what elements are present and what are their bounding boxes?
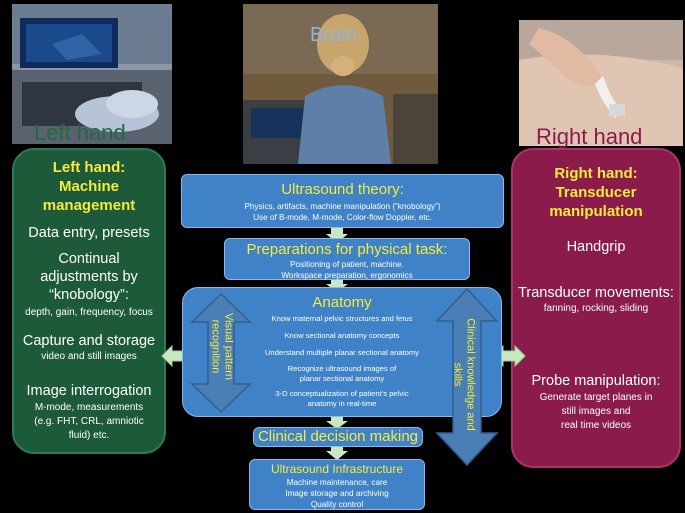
clinical-knowledge-line2: skills: [451, 362, 464, 387]
anatomy-title: Anatomy: [312, 294, 372, 311]
visual-pattern-label-line2: recognition: [209, 319, 222, 374]
clinical-decision-box: Clinical decision making: [253, 427, 423, 447]
continual-line2: adjustments by: [40, 269, 138, 285]
left-panel-title-line2: Machine: [58, 178, 119, 195]
continual-line3: “knobology”:: [49, 287, 129, 303]
continual-detail: depth, gain, frequency, focus: [25, 307, 153, 318]
movements-detail: fanning, rocking, sliding: [543, 303, 649, 314]
right-panel-title-line3: manipulation: [549, 203, 643, 220]
handgrip-text: Handgrip: [566, 239, 626, 255]
down-arrow-2: [326, 279, 348, 292]
brain-photo: [243, 4, 438, 164]
anatomy-item-5: planar sectional anatomy: [299, 374, 385, 383]
down-arrow-4: [326, 444, 348, 460]
anatomy-item-2: Know sectional anatomy concepts: [284, 331, 400, 340]
capture-detail: video and still images: [41, 351, 137, 362]
probe-line2: still images and: [561, 406, 631, 417]
infrastructure-line3: Quality control: [310, 500, 364, 509]
visual-pattern-label-line1: Visual pattern: [222, 312, 235, 381]
infrastructure-line1: Machine maintenance, care: [286, 478, 388, 487]
left-hand-panel: Left hand: Machine management Data entry…: [12, 148, 166, 454]
decision-title: Clinical decision making: [257, 428, 419, 445]
right-hand-panel: Right hand: Transducer manipulation Hand…: [511, 148, 681, 468]
theory-line1: Physics, artifacts, machine manipulation…: [244, 202, 441, 211]
right-panel-title-line2: Transducer: [555, 184, 637, 201]
visual-pattern-arrow: [190, 292, 252, 414]
interrogation-line3: fluid) etc.: [68, 430, 110, 441]
anatomy-item-7: anatomy in real-time: [307, 399, 377, 408]
capture-title: Capture and storage: [22, 333, 156, 349]
right-panel-title-line1: Right hand:: [554, 165, 638, 182]
preparations-title: Preparations for physical task:: [246, 241, 448, 258]
probe-line3: real time videos: [560, 420, 632, 431]
data-entry-text: Data entry, presets: [28, 225, 150, 241]
anatomy-item-3: Understand multiple planar sectional ana…: [264, 348, 420, 357]
preparations-line2: Workspace preparation, ergonomics: [281, 271, 413, 280]
continual-line1: Continual: [58, 251, 120, 267]
probe-title: Probe manipulation:: [531, 373, 661, 389]
theory-title: Ultrasound theory:: [281, 181, 404, 198]
left-hand-photo: [12, 4, 172, 144]
interrogation-title: Image interrogation: [26, 383, 152, 399]
infrastructure-title: Ultrasound Infrastructure: [270, 462, 404, 476]
clinical-knowledge-line1: Clinical knowledge and: [464, 318, 477, 431]
right-hand-caption: Right hand: [536, 124, 643, 149]
preparations-line1: Positioning of patient, machine.: [290, 260, 404, 269]
probe-line1: Generate target planes in: [539, 392, 653, 403]
interrogation-line1: M-mode, measurements: [34, 402, 144, 413]
movements-title: Transducer movements:: [518, 285, 674, 301]
clinical-knowledge-arrow: [435, 287, 499, 467]
down-arrow-3: [326, 416, 348, 429]
interrogation-line2: (e.g. FHT, CRL, amniotic: [34, 416, 144, 427]
left-panel-title-line1: Left hand:: [52, 159, 126, 176]
down-arrow-1: [326, 228, 348, 243]
ultrasound-infrastructure-box: Ultrasound Infrastructure Machine mainte…: [249, 459, 425, 510]
anatomy-item-4: Recognize ultrasound images of: [287, 364, 397, 373]
ultrasound-theory-box: Ultrasound theory: Physics, artifacts, m…: [181, 174, 504, 228]
brain-caption: Brain: [310, 24, 357, 46]
left-panel-title-line3: management: [42, 197, 136, 214]
right-hand-photo: [519, 20, 683, 146]
anatomy-item-1: Know maternal pelvic structures and fetu…: [271, 314, 413, 323]
preparations-box: Preparations for physical task: Position…: [224, 238, 470, 280]
theory-line2: Use of B-mode, M-mode, Color-flow Dopple…: [253, 213, 432, 222]
left-hand-caption: Left hand: [34, 120, 126, 145]
infrastructure-line2: Image storage and archiving: [285, 489, 389, 498]
anatomy-item-6: 3-D conceptualization of patient’s pelvi…: [275, 389, 409, 398]
